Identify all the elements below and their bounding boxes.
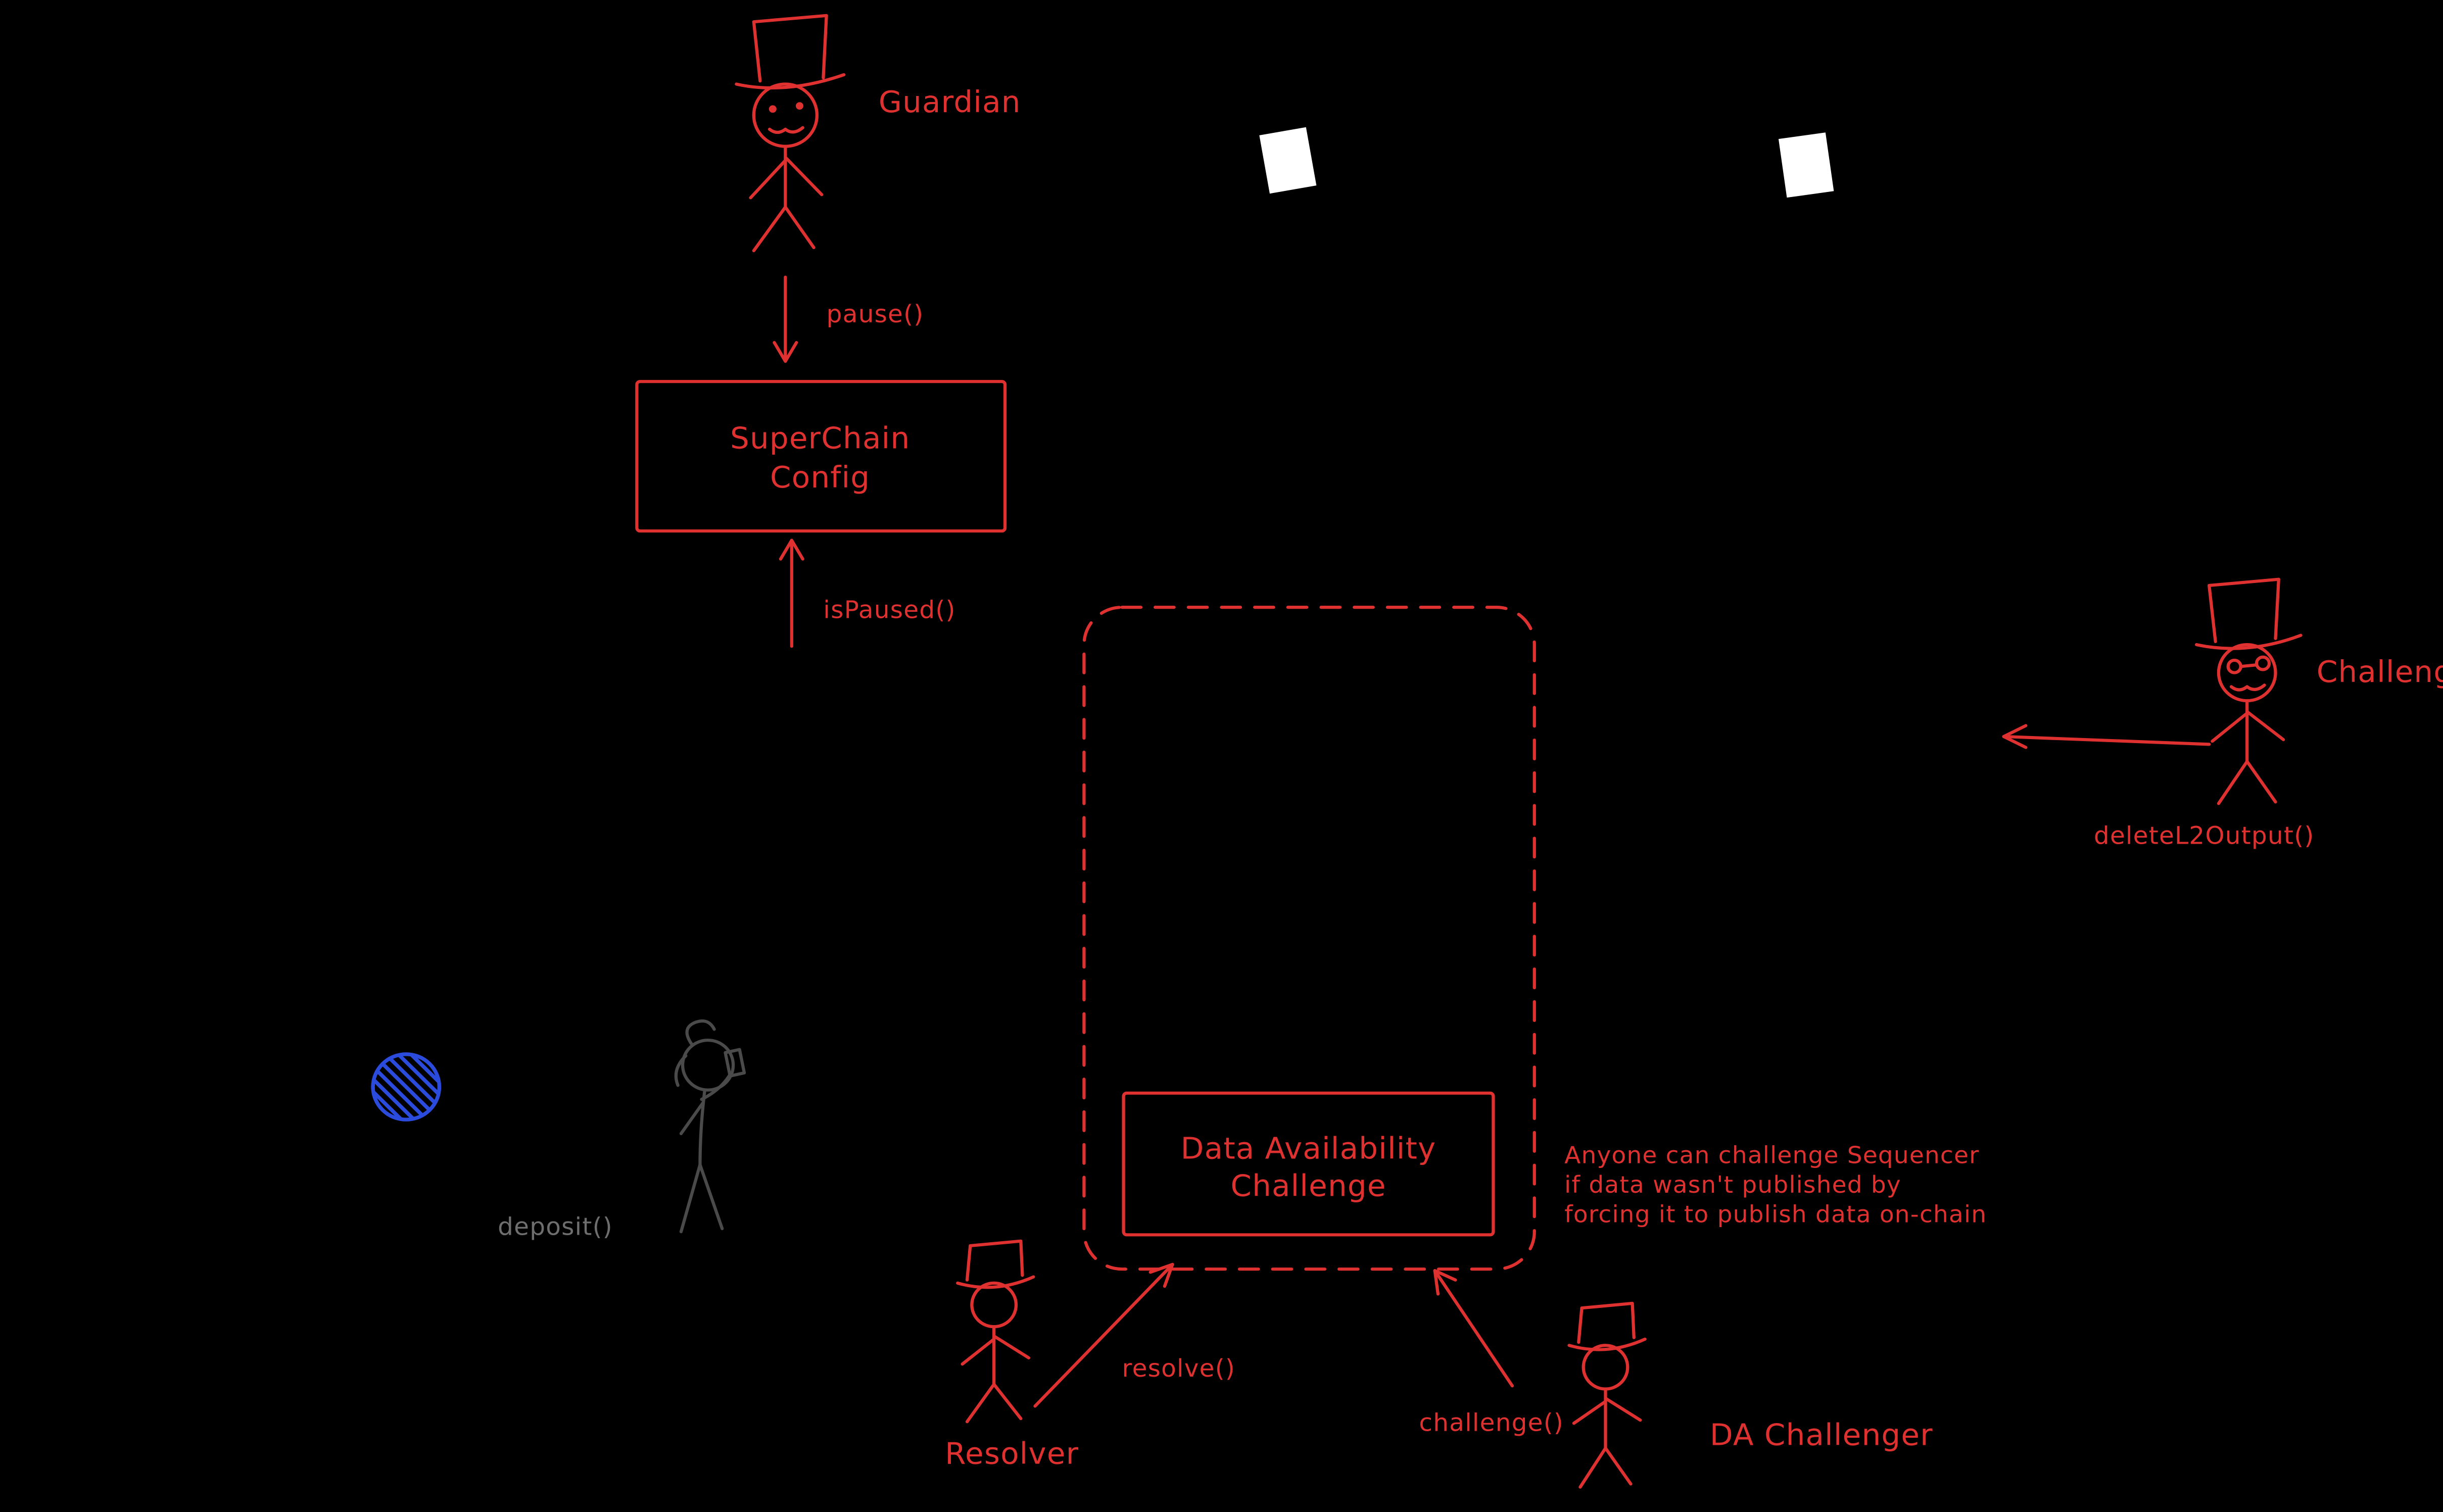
da-challenge-title-line2: Challenge xyxy=(1230,1168,1386,1203)
annotation-text: Anyone can challenge Sequencer if data w… xyxy=(1564,1142,1987,1228)
delete-l2-output-call-label: deleteL2Output() xyxy=(2094,822,2315,850)
depositor-actor-icon xyxy=(674,1019,746,1234)
superchain-config-title-line2: Config xyxy=(770,460,870,494)
resolver-actor-icon xyxy=(956,1239,1035,1424)
dashed-container xyxy=(1082,606,1536,1271)
ethereum-badge-icon xyxy=(371,1052,442,1121)
resolver-label: Resolver xyxy=(945,1436,1079,1471)
da-challenger-label: DA Challenger xyxy=(1710,1418,1933,1452)
challenger-label: Challenger xyxy=(2317,654,2443,689)
resolve-call-label: resolve() xyxy=(1122,1354,1235,1383)
da-challenge-box: Data Availability Challenge xyxy=(1122,1091,1495,1237)
guardian-label: Guardian xyxy=(879,84,1021,119)
challenge-arrow xyxy=(1433,1269,1514,1388)
superchain-config-box: SuperChain Config xyxy=(635,380,1007,533)
superchain-config-title-line1: SuperChain xyxy=(730,421,910,455)
da-challenge-title-line1: Data Availability xyxy=(1181,1131,1436,1165)
pause-arrow xyxy=(773,275,798,363)
pause-call-label: pause() xyxy=(827,300,924,328)
annotation-line2: if data wasn't published by xyxy=(1564,1171,1901,1198)
resolve-arrow xyxy=(1033,1262,1174,1408)
ispaused-call-label: isPaused() xyxy=(823,596,955,624)
white-card-left xyxy=(1259,127,1317,194)
delete-l2-output-arrow xyxy=(2002,724,2211,749)
guardian-actor-icon xyxy=(735,14,846,253)
white-card-right xyxy=(1778,132,1834,198)
da-challenger-actor-icon xyxy=(1567,1301,1647,1489)
annotation-line1: Anyone can challenge Sequencer xyxy=(1564,1142,1979,1169)
annotation-line3: forcing it to publish data on-chain xyxy=(1564,1201,1987,1228)
challenger-actor-icon xyxy=(2194,577,2303,805)
challenge-call-label: challenge() xyxy=(1419,1409,1564,1437)
deposit-call-label: deposit() xyxy=(498,1213,613,1241)
ispaused-arrow xyxy=(779,539,804,648)
